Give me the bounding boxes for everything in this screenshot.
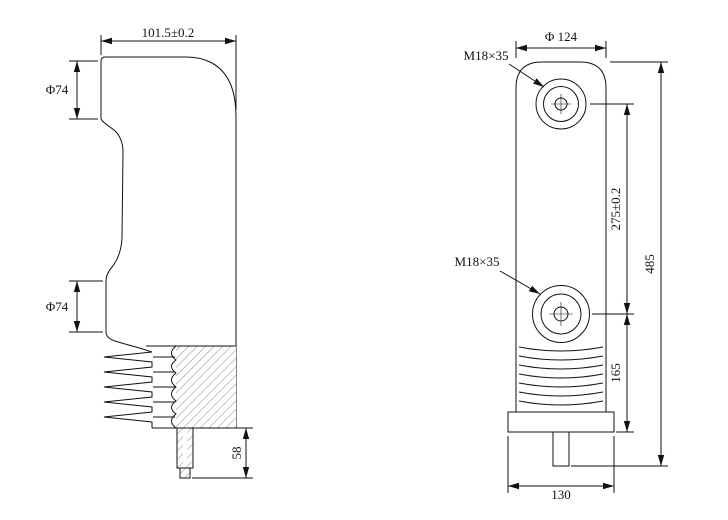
shed-fins [103,351,153,428]
upper-terminal-centermark [551,94,571,114]
stem-tip [179,467,191,479]
front-view: Φ 124 M18×35 M18×35 275±0.2 165 485 130 [455,29,668,502]
front-view-stem [552,431,570,467]
leader-lower-thread [499,270,541,295]
stem-gap [183,429,187,467]
callout-lower-thread: M18×35 [455,254,500,269]
side-view-extension-lines [69,35,253,479]
dim-label-stem-length: 58 [229,447,244,460]
dim-label-overall-height: 485 [642,254,657,274]
leader-upper-thread [508,63,545,88]
lower-terminal-centermark [549,302,573,326]
side-view-body-outline [100,56,237,428]
bellows-corrugation-line [171,345,177,429]
lower-terminal-circles [532,285,590,343]
dim-label-terminal-spacing: 275±0.2 [608,188,623,231]
dim-label-lower-height: 165 [608,363,623,383]
dim-label-lower-diameter: Φ74 [46,299,69,314]
side-view: 101.5±0.2 Φ74 Φ74 58 [46,25,253,479]
interrupter-ring-lines [153,356,175,418]
front-view-base [507,411,615,433]
dim-label-base-width: 130 [551,487,571,502]
dim-label-top-width: 101.5±0.2 [142,25,195,40]
dim-label-upper-diameter: Φ74 [46,82,69,97]
hatch-section [176,346,236,428]
dim-label-top-diameter: Φ 124 [545,29,578,44]
upper-terminal-circles [535,78,587,130]
callout-upper-thread: M18×35 [464,48,509,63]
front-shed-lines [518,346,604,406]
